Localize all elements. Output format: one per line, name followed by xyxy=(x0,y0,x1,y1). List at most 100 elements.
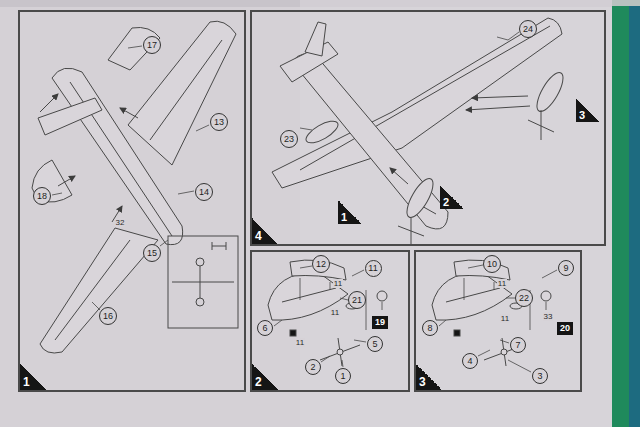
part-number: 11 xyxy=(333,279,343,288)
fuselage-exploded xyxy=(128,21,236,165)
callout-text: 18 xyxy=(37,192,47,201)
callout-number: 18 xyxy=(33,187,51,205)
fuselage-exploded xyxy=(120,108,138,118)
leader-line xyxy=(500,340,509,343)
assembled-aircraft xyxy=(532,69,568,115)
callout-number: 15 xyxy=(143,244,161,262)
leader-line xyxy=(196,125,209,131)
callout-number: 1 xyxy=(335,368,351,384)
callout-text: 3 xyxy=(537,372,542,381)
engine-exploded xyxy=(337,349,343,355)
fuselage-exploded xyxy=(55,240,130,340)
assembled-aircraft xyxy=(398,218,424,244)
callout-number: 16 xyxy=(99,307,117,325)
part-code-box: 20 xyxy=(557,322,573,335)
leader-line xyxy=(300,266,312,268)
assembled-aircraft xyxy=(497,32,519,40)
leader-line xyxy=(354,340,366,342)
leader-line xyxy=(340,298,348,300)
assembled-aircraft xyxy=(466,106,530,110)
background xyxy=(300,0,612,427)
assembled-aircraft xyxy=(472,96,528,98)
callout-text: 1 xyxy=(340,372,345,381)
part-number: 11 xyxy=(497,279,507,288)
leader-line xyxy=(439,320,446,326)
step-panel: 3 10 9 8 22 20 7 4 3 xyxy=(414,250,582,392)
step-marker: 3 xyxy=(576,98,600,122)
callout-number: 3 xyxy=(532,368,548,384)
callout-text: 23 xyxy=(284,135,294,144)
callout-text: 14 xyxy=(199,188,209,197)
step-panel: 42432321 xyxy=(250,10,606,246)
callout-text: 10 xyxy=(487,260,497,269)
engine-exploded xyxy=(282,288,336,302)
part-number: 11 xyxy=(330,308,340,317)
leader-line xyxy=(52,46,209,310)
callout-text: 15 xyxy=(147,249,157,258)
step-panel: 2121162119521 xyxy=(250,250,410,392)
callout-number: 14 xyxy=(195,183,213,201)
fuselage-exploded xyxy=(40,228,158,353)
part-number: 11 xyxy=(500,314,510,323)
callout-text: 8 xyxy=(427,324,432,333)
background xyxy=(629,0,640,427)
assembled-aircraft xyxy=(402,175,438,221)
engine-exploded xyxy=(432,260,551,366)
leader-line xyxy=(478,350,490,356)
leader-line xyxy=(178,191,194,194)
leader-line xyxy=(274,320,282,326)
assembled-aircraft xyxy=(272,18,568,244)
callout-text: 11 xyxy=(368,264,377,273)
step-number: 2 xyxy=(252,364,278,390)
callout-text: 6 xyxy=(262,324,267,333)
callout-text: 1 xyxy=(341,211,347,223)
leader-line xyxy=(52,193,62,195)
fuselage-exploded xyxy=(108,27,160,70)
part-number: 32 xyxy=(115,218,126,227)
callout-text: 2 xyxy=(310,363,315,372)
callout-text: 2 xyxy=(443,196,449,208)
callout-text: 5 xyxy=(372,340,377,349)
callout-text: 9 xyxy=(563,264,568,273)
assembled-aircraft xyxy=(292,54,448,229)
step-number: 3 xyxy=(416,364,442,390)
step-panel: 1171318141516 xyxy=(18,10,246,392)
callout-number: 7 xyxy=(510,337,526,353)
assembled-aircraft xyxy=(272,18,562,188)
callout-text: 19 xyxy=(375,318,385,327)
detail-inset xyxy=(168,236,238,328)
step-marker: 1 xyxy=(338,200,362,224)
engine-exploded xyxy=(268,260,387,366)
step-number: 1 xyxy=(20,364,46,390)
callout-text: 13 xyxy=(214,118,224,127)
callout-number: 22 xyxy=(515,289,533,307)
detail-inset xyxy=(212,242,226,250)
leader-line xyxy=(506,298,515,299)
leader-line xyxy=(128,46,142,48)
assembled-aircraft xyxy=(300,128,312,130)
callout-text: 7 xyxy=(515,341,520,350)
callout-text: 21 xyxy=(352,296,362,305)
step-marker: 2 xyxy=(440,185,464,209)
leader-line xyxy=(160,240,168,246)
engine-exploded xyxy=(268,272,348,320)
callout-number: 23 xyxy=(280,130,298,148)
callout-text: 4 xyxy=(467,357,472,366)
assembled-aircraft xyxy=(390,168,408,184)
leader-line xyxy=(92,302,100,310)
callout-text: 12 xyxy=(316,260,326,269)
callout-number: 24 xyxy=(519,20,537,38)
assembled-aircraft xyxy=(303,117,341,147)
callout-number: 13 xyxy=(210,113,228,131)
callout-number: 11 xyxy=(365,260,382,277)
callout-text: 24 xyxy=(523,25,533,34)
leader-line xyxy=(468,265,483,268)
fuselage-exploded xyxy=(58,176,75,186)
part-number: 11 xyxy=(295,338,305,347)
fuselage-exploded xyxy=(38,98,102,135)
leader-line xyxy=(352,270,364,276)
